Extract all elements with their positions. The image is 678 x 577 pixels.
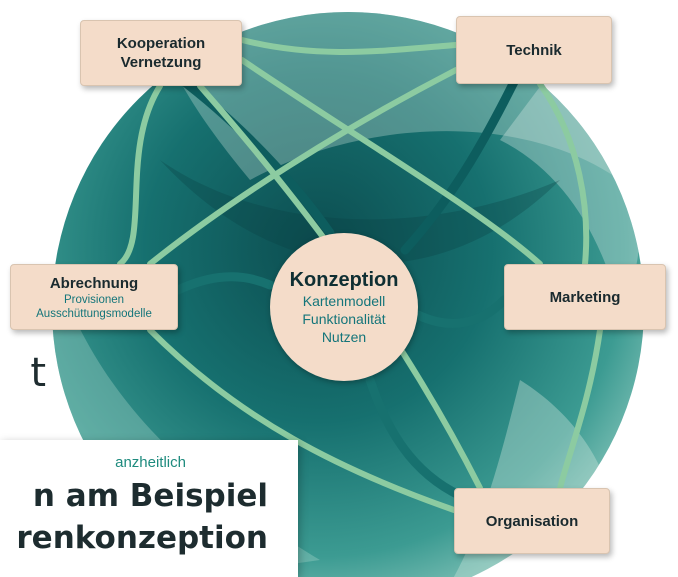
article-headline-line-2: renkonzeption [16,520,268,556]
node-detail: Provisionen [63,293,125,306]
node-technik: Technik [456,16,612,84]
light-connector [147,67,459,267]
node-subtitle: Vernetzung [120,54,202,71]
center-title: Konzeption [289,269,399,291]
background-text-fragment: t [30,350,46,396]
shade-mid [160,160,560,264]
light-connector [147,327,457,513]
dark-connector [413,295,509,328]
article-headline-line-1: n am Beispiel [32,478,268,514]
node-abrechnung: Abrechnung Provisionen Ausschüttungsmode… [10,264,178,330]
node-detail: Ausschüttungsmodelle [36,307,152,320]
node-organisation: Organisation [454,488,610,554]
center-node-konzeption: Konzeption Kartenmodell Funktionalität N… [270,233,418,381]
center-line: Funktionalität [302,311,386,327]
center-line: Nutzen [321,329,367,345]
light-connector [117,83,163,267]
node-kooperation: Kooperation Vernetzung [80,20,242,86]
shade-top [150,12,620,180]
dark-connector [365,375,475,505]
light-connector [557,327,603,491]
dark-connector [173,272,275,295]
node-marketing: Marketing [504,264,666,330]
article-kicker: anzheitlich [115,454,186,471]
node-title: Organisation [485,512,579,530]
dark-connector [400,75,520,255]
center-line: Kartenmodell [302,293,386,309]
node-title: Abrechnung [49,274,139,292]
light-connector [239,57,543,267]
light-connector [239,37,459,55]
node-title: Marketing [549,288,621,306]
light-connector [537,81,590,267]
article-title-card: anzheitlich n am Beispiel renkonzeption [0,440,298,577]
node-title: Kooperation [116,35,206,52]
node-title: Technik [506,41,562,59]
